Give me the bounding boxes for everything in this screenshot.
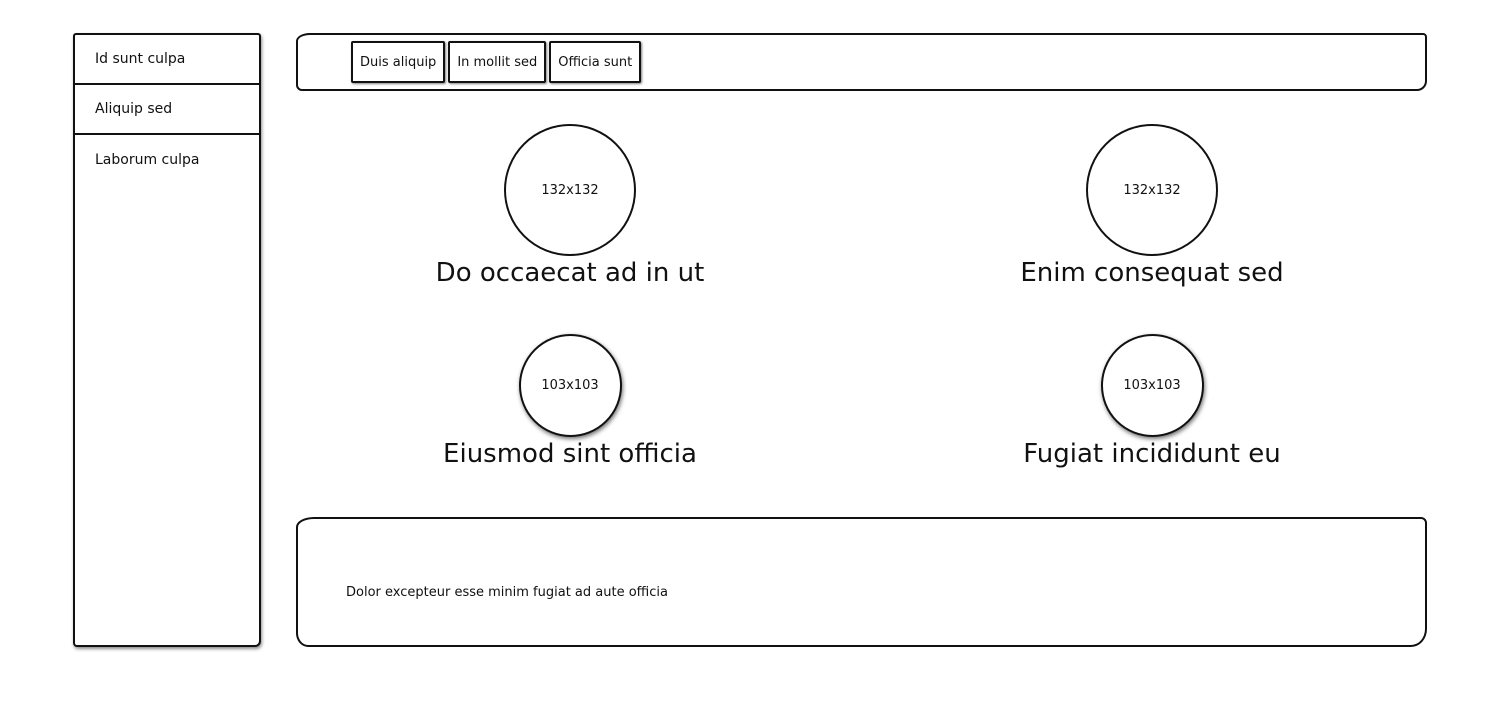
tab-in-mollit-sed[interactable]: In mollit sed [448,41,547,83]
card-title: Enim consequat sed [1020,258,1284,288]
tab-label: Duis aliquip [360,54,437,70]
tab-officia-sunt[interactable]: Officia sunt [549,41,642,83]
sidebar: Id sunt culpa Aliquip sed Laborum culpa [73,33,261,647]
sidebar-item-label: Id sunt culpa [95,51,186,67]
image-placeholder: 103x103 [518,334,622,437]
tab-label: Officia sunt [558,54,633,70]
sidebar-item-label: Laborum culpa [95,152,200,168]
card-title: Do occaecat ad in ut [435,258,705,288]
image-size-label: 132x132 [541,182,599,198]
sidebar-item-aliquip-sed[interactable]: Aliquip sed [75,85,259,135]
image-size-label: 132x132 [1123,182,1181,198]
sidebar-item-id-sunt-culpa[interactable]: Id sunt culpa [75,35,259,85]
card-enim-consequat: 132x132 Enim consequat sed [952,124,1352,288]
image-size-label: 103x103 [1123,378,1181,393]
image-placeholder: 103x103 [1100,334,1204,437]
card-title: Eiusmod sint officia [443,439,697,469]
image-placeholder: 132x132 [1086,124,1218,256]
tab-group: Duis aliquip In mollit sed Officia sunt [351,41,642,83]
card-do-occaecat: 132x132 Do occaecat ad in ut [370,124,770,288]
sidebar-item-label: Aliquip sed [95,101,173,117]
footer-text: Dolor excepteur esse minim fugiat ad aut… [346,585,668,600]
top-nav-bar: Duis aliquip In mollit sed Officia sunt [296,33,1427,91]
tab-label: In mollit sed [457,54,538,70]
tab-duis-aliquip[interactable]: Duis aliquip [351,41,446,83]
card-fugiat-incididunt: 103x103 Fugiat incididunt eu [952,334,1352,469]
image-placeholder: 132x132 [504,124,636,256]
card-title: Fugiat incididunt eu [1023,439,1281,469]
sidebar-item-laborum-culpa[interactable]: Laborum culpa [75,135,259,185]
image-size-label: 103x103 [541,378,599,393]
card-eiusmod-sint: 103x103 Eiusmod sint officia [370,334,770,469]
footer-panel: Dolor excepteur esse minim fugiat ad aut… [296,517,1427,647]
